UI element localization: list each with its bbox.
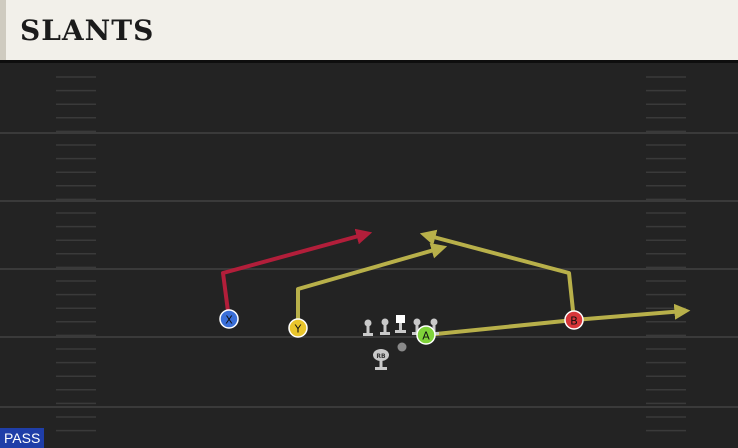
header-edge-accent bbox=[0, 0, 6, 60]
receiver-a-label: A bbox=[422, 330, 430, 343]
receiver-y[interactable]: Y bbox=[288, 318, 308, 338]
lineman-left-tackle bbox=[363, 319, 373, 336]
quarterback bbox=[397, 342, 407, 352]
playbook-field: RB X Y A B bbox=[0, 63, 738, 448]
play-header: SLANTS bbox=[0, 0, 738, 60]
running-back: RB bbox=[373, 349, 389, 370]
lineman-left-guard bbox=[380, 318, 390, 335]
receiver-y-label: Y bbox=[294, 323, 302, 336]
running-back-label: RB bbox=[376, 353, 386, 360]
route-a bbox=[425, 303, 691, 337]
hash-marks-left bbox=[56, 76, 96, 432]
receiver-a[interactable]: A bbox=[416, 325, 436, 345]
route-y bbox=[296, 242, 448, 328]
receiver-x-label: X bbox=[225, 314, 233, 327]
header-divider bbox=[0, 60, 738, 63]
play-title: SLANTS bbox=[20, 14, 155, 47]
field-diagram: RB X Y A B bbox=[0, 76, 738, 432]
lineman-center bbox=[395, 315, 406, 333]
play-type-badge: PASS bbox=[0, 428, 45, 448]
receiver-x[interactable]: X bbox=[219, 309, 239, 329]
route-x bbox=[221, 228, 373, 320]
yard-lines bbox=[0, 132, 738, 408]
hash-marks-right bbox=[646, 76, 686, 432]
receiver-b-label: B bbox=[570, 315, 578, 328]
receiver-b[interactable]: B bbox=[564, 310, 584, 330]
route-b bbox=[419, 229, 576, 321]
